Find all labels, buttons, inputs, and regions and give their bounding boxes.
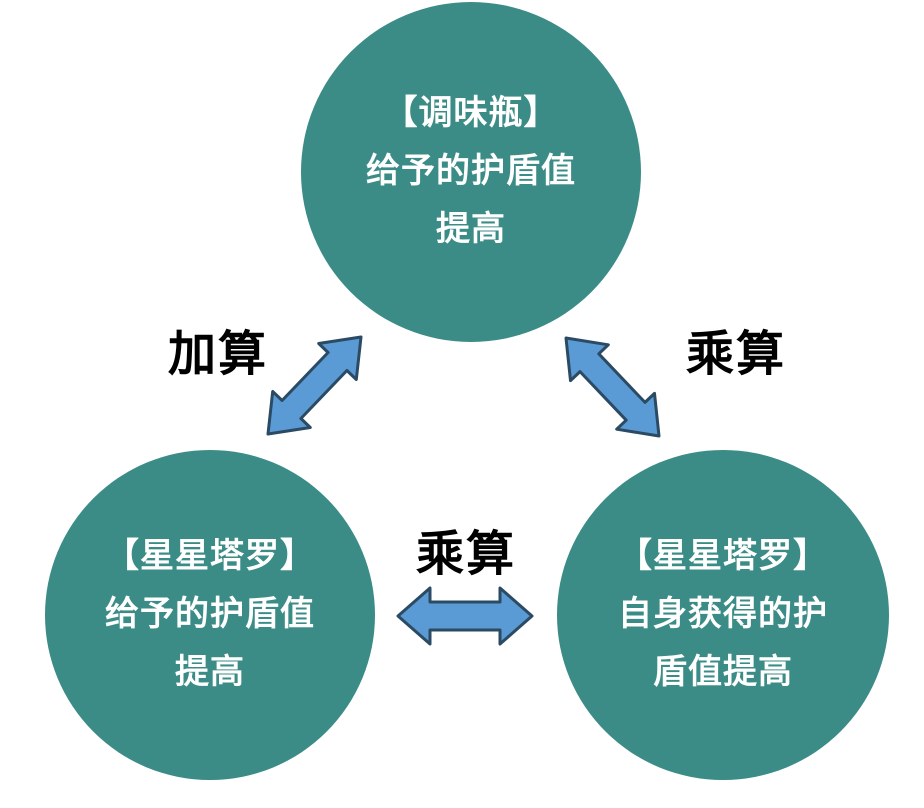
node-text-line: 盾值提高 <box>653 654 793 691</box>
double-arrow-top-right <box>564 336 661 438</box>
node-seasoning-bottle: 【调味瓶】 给予的护盾值 提高 <box>301 2 641 342</box>
node-text-line: 提高 <box>436 211 506 248</box>
edge-label-multiplication-right: 乘算 <box>686 328 787 381</box>
double-arrow-bottom <box>396 586 534 646</box>
edge-label-multiplication-center: 乘算 <box>416 528 517 581</box>
node-text-line: 给予的护盾值 <box>366 153 576 190</box>
node-title: 【星星塔罗】 <box>105 538 315 575</box>
node-title: 【星星塔罗】 <box>618 538 828 575</box>
double-arrow-top-left <box>266 335 363 436</box>
node-text-line: 给予的护盾值 <box>105 596 315 633</box>
edge-label-addition: 加算 <box>168 328 269 381</box>
node-title: 【调味瓶】 <box>383 95 559 132</box>
node-star-tarot-self: 【星星塔罗】 自身获得的护 盾值提高 <box>557 450 889 780</box>
node-star-tarot-give: 【星星塔罗】 给予的护盾值 提高 <box>45 450 375 780</box>
node-text-line: 提高 <box>175 654 245 691</box>
node-text-line: 自身获得的护 <box>618 596 828 633</box>
